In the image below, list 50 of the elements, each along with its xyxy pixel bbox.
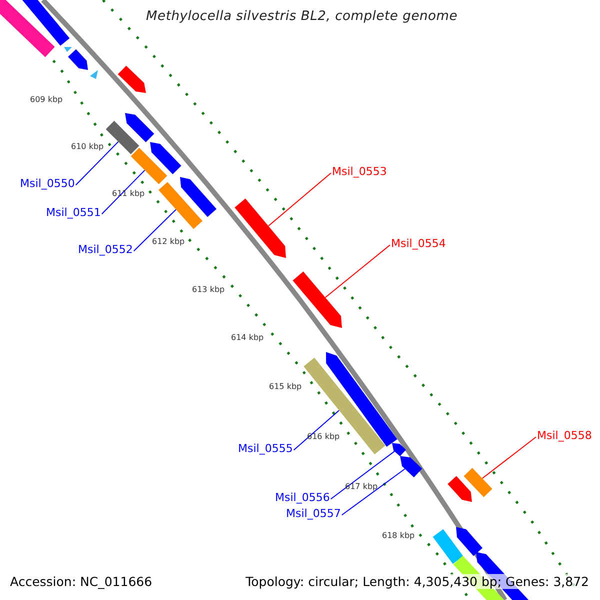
gene-block — [180, 177, 216, 217]
scale-label: 618 kbp — [382, 531, 415, 540]
gene-label: Msil_0553 — [332, 165, 387, 178]
leader-line — [101, 170, 146, 214]
gene-block — [464, 468, 492, 498]
leader-line — [324, 244, 390, 298]
leader-line — [268, 172, 332, 226]
gene-label: Msil_0552 — [78, 243, 133, 256]
gene-block — [106, 120, 140, 154]
gene-label: Msil_0558 — [537, 429, 592, 442]
footer-text: Accession: NC_011666 — [9, 574, 154, 589]
gene-block — [304, 358, 386, 454]
gene-block — [130, 148, 168, 184]
leader-line — [293, 410, 340, 450]
gene-label: Msil_0550 — [20, 177, 75, 190]
gene-block — [326, 352, 398, 447]
gene-label: Msil_0556 — [275, 491, 330, 504]
gene-block — [456, 527, 482, 556]
gene-block — [158, 182, 202, 229]
scale-label: 616 kbp — [307, 432, 340, 441]
gene-block — [64, 47, 72, 52]
scale-label: 610 kbp — [71, 142, 104, 151]
gene-label: Msil_0555 — [238, 442, 293, 455]
gene-block — [90, 70, 98, 79]
scale-label: 609 kbp — [30, 95, 63, 104]
gene-block — [234, 198, 286, 258]
scale-label: 617 kbp — [345, 482, 378, 491]
gene-block — [292, 272, 342, 328]
gene-label: Msil_0551 — [46, 206, 101, 219]
gene-block — [150, 142, 182, 174]
leader-line — [75, 141, 119, 186]
leader-line — [341, 468, 406, 516]
leader-line — [133, 209, 176, 252]
leader-line — [330, 450, 395, 500]
gene-label: Msil_0557 — [286, 507, 341, 520]
scale-label: 613 kbp — [192, 285, 225, 294]
gene-block — [0, 0, 55, 58]
footer-text: Topology: circular; Length: 4,305,430 bp; Genes: 3,872 — [244, 574, 590, 589]
gene-block — [400, 456, 422, 478]
gene-block — [392, 443, 406, 456]
title: Methylocella silvestris BL2, complete genome — [146, 9, 458, 24]
scale-label: 614 kbp — [231, 333, 264, 342]
scale-label: 612 kbp — [152, 237, 185, 246]
gene-label: Msil_0554 — [391, 237, 446, 250]
leader-line — [482, 436, 536, 479]
gene-block — [448, 476, 472, 502]
gene-block — [432, 529, 464, 564]
gene-block — [68, 49, 88, 70]
gene-block — [125, 113, 154, 142]
gene-block — [118, 66, 146, 93]
